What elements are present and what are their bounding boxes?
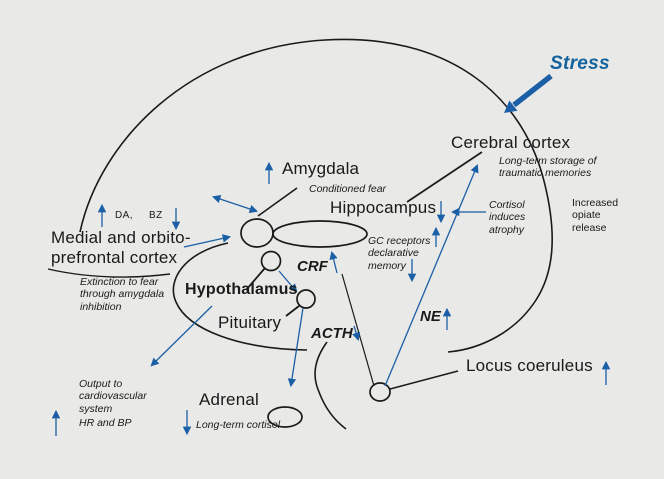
annotation-hr-bp: HR and BP: [79, 417, 132, 429]
brainstem-curve: [314, 341, 347, 430]
annotation-cortisol-atrophy: Cortisol induces atrophy: [489, 199, 526, 236]
hippocampus-node: [272, 220, 368, 248]
da-label: DA,: [115, 210, 133, 221]
annotation-long-term-storage: Long-term storage of traumatic memories: [499, 155, 597, 180]
amygdala-node: [240, 218, 274, 248]
node-label-pituitary: Pituitary: [218, 313, 282, 332]
ne-label: NE: [420, 308, 441, 325]
stress-arrow: [504, 73, 553, 113]
hippocampus-cortex-line: [406, 151, 483, 203]
amygdala-label-line: [257, 187, 298, 217]
pituitary-node: [296, 289, 316, 309]
pituitary-label-line: [285, 305, 300, 317]
acth-label: ACTH: [311, 325, 353, 342]
node-label-amygdala: Amygdala: [282, 159, 360, 178]
annotation-increased-opiate: Increased opiate release: [572, 197, 619, 234]
hypothalamus-cardio-arrow: [150, 305, 213, 367]
annotation-long-term-cortisol: Long-term cortisol: [196, 419, 281, 431]
prefrontal-amygdala-arrow: [183, 234, 232, 248]
node-label-medial-prefrontal: Medial and orbito- prefrontal cortex: [51, 228, 191, 268]
acth-pathway-arrow: [287, 307, 304, 388]
lc-label-line: [389, 370, 459, 390]
annotation-conditioned-fear: Conditioned fear: [309, 183, 387, 195]
adrenal-node: [267, 406, 303, 428]
brain-outline: [79, 38, 553, 353]
node-label-adrenal: Adrenal: [199, 390, 259, 409]
hippocampus-to-lc-arrow: [352, 325, 361, 342]
prefrontal-underline-curve: [47, 268, 171, 278]
node-label-locus-coeruleus: Locus coeruleus: [466, 356, 593, 375]
node-label-cerebral-cortex: Cerebral cortex: [451, 133, 571, 152]
bz-label: BZ: [149, 210, 163, 221]
ne-pathway-arrow: [384, 164, 479, 387]
annotation-gc-receptors: GC receptors declarative memory: [368, 235, 431, 272]
hypothalamus-label-line: [245, 267, 266, 291]
hippocampus-lc-line: [341, 273, 375, 387]
hypothalamus-node: [260, 250, 282, 272]
locus-coeruleus-node: [369, 382, 391, 402]
node-label-hippocampus: Hippocampus: [330, 198, 437, 217]
stress-label: Stress: [550, 53, 610, 74]
annotation-extinction: Extinction to fear through amygdala inhi…: [80, 276, 165, 313]
crf-label: CRF: [297, 258, 328, 275]
prefrontal-amygdala-bidirectional-arrow: [211, 194, 259, 214]
limbic-curve: [172, 242, 308, 351]
annotation-output-cardio: Output to cardiovascular system: [79, 378, 147, 415]
node-label-hypothalamus: Hypothalamus: [185, 281, 298, 298]
lc-to-hippocampus-arrow: [329, 250, 338, 274]
crf-pathway-arrow: [278, 270, 298, 293]
